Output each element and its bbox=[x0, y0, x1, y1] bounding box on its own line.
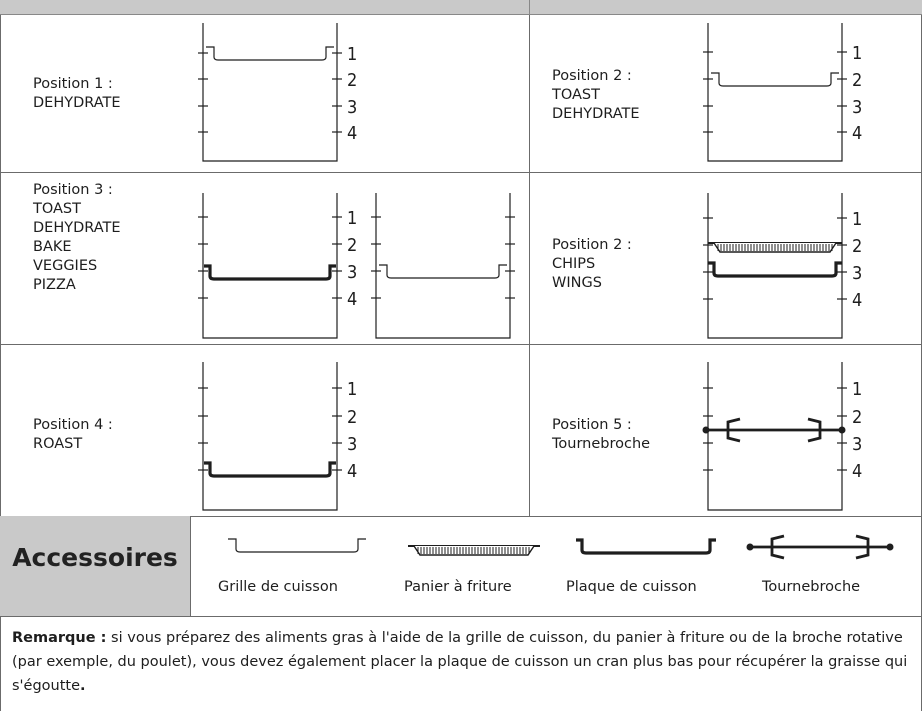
rotisserie-icon bbox=[746, 534, 894, 560]
rack-level-number: 3 bbox=[852, 263, 862, 284]
grill-rack bbox=[206, 46, 334, 61]
accessory-label-tray: Plaque de cuisson bbox=[566, 579, 697, 595]
grid-line bbox=[0, 616, 922, 617]
grill-rack bbox=[711, 72, 839, 87]
grill-rack bbox=[379, 264, 507, 279]
baking-tray bbox=[204, 461, 336, 478]
rack-level-number: 4 bbox=[852, 123, 862, 144]
oven-diagram-position-2-basket: 1 2 3 4 bbox=[703, 193, 862, 339]
rack-level-number: 4 bbox=[347, 289, 357, 310]
frying-basket-icon bbox=[408, 545, 540, 556]
rack-level-number: 3 bbox=[347, 434, 357, 455]
grid-line bbox=[0, 516, 922, 517]
grid-line bbox=[529, 15, 530, 516]
spit-fork bbox=[726, 417, 741, 443]
baking-tray bbox=[708, 261, 842, 278]
grid-line bbox=[0, 15, 1, 616]
rack-level-number: 3 bbox=[852, 434, 862, 455]
spit-end bbox=[702, 426, 710, 434]
spit-end bbox=[746, 543, 754, 551]
oven-diagram-position-3-grill bbox=[371, 193, 515, 339]
grid-line bbox=[0, 344, 922, 345]
rack-level-number: 1 bbox=[852, 209, 862, 230]
rack-level-number: 1 bbox=[347, 44, 357, 65]
oven-frame bbox=[202, 193, 338, 339]
oven-frame bbox=[375, 193, 511, 339]
rack-level-number: 2 bbox=[852, 236, 862, 257]
spit-fork bbox=[770, 534, 785, 560]
grid-line bbox=[0, 616, 1, 711]
oven-frame bbox=[707, 23, 843, 162]
rack-level-number: 2 bbox=[347, 235, 357, 256]
grill-rack-icon bbox=[228, 538, 366, 553]
oven-diagram-position-4: 1 2 3 4 bbox=[198, 362, 357, 511]
rack-level-number: 1 bbox=[347, 379, 357, 400]
baking-tray-icon bbox=[576, 538, 716, 555]
oven-frame bbox=[707, 193, 843, 339]
rack-level-number: 3 bbox=[347, 262, 357, 283]
accessory-label-grill: Grille de cuisson bbox=[218, 579, 338, 595]
accessories-header-cell bbox=[0, 516, 190, 616]
oven-diagram-position-2: 1 2 3 4 bbox=[703, 23, 862, 162]
rack-level-number: 2 bbox=[852, 407, 862, 428]
accessory-label-rotisserie: Tournebroche bbox=[762, 579, 861, 595]
grid-line bbox=[190, 516, 191, 616]
oven-frame bbox=[202, 23, 338, 162]
oven-frame bbox=[202, 362, 338, 511]
position-label-6: Position 5 :Tournebroche bbox=[552, 417, 651, 452]
oven-diagrams: 1 2 3 4 1 2 3 4 1 2 3 4 1 2 3 4 1 2 3 4 1 2 3 4 bbox=[198, 23, 862, 511]
table-header-strip bbox=[0, 0, 922, 15]
accessories-title: Accessoires bbox=[12, 543, 178, 572]
spit-fork bbox=[855, 534, 870, 560]
accessory-label-basket: Panier à friture bbox=[404, 579, 512, 595]
note-text: Remarque : si vous préparez des aliments… bbox=[12, 630, 908, 694]
grid-line bbox=[0, 172, 922, 173]
oven-diagram-position-5: 1 2 3 4 bbox=[703, 362, 862, 511]
rack-level-number: 2 bbox=[347, 407, 357, 428]
frying-basket bbox=[708, 242, 842, 253]
rack-level-number: 1 bbox=[852, 379, 862, 400]
spit-end bbox=[886, 543, 894, 551]
rack-level-number: 1 bbox=[852, 43, 862, 64]
rack-level-number: 3 bbox=[347, 97, 357, 118]
basket-body bbox=[413, 545, 535, 556]
baking-tray bbox=[204, 264, 336, 281]
oven-frame bbox=[707, 362, 843, 511]
position-label-5: Position 4 :ROAST bbox=[33, 417, 113, 452]
rack-level-number: 1 bbox=[347, 208, 357, 229]
accessory-icons bbox=[228, 534, 894, 560]
oven-diagram-position-1: 1 2 3 4 bbox=[198, 23, 357, 162]
spit-end bbox=[838, 426, 846, 434]
rack-level-number: 2 bbox=[347, 70, 357, 91]
oven-diagram-position-3-tray: 1 2 3 4 bbox=[198, 193, 357, 339]
rack-level-number: 4 bbox=[852, 461, 862, 482]
rack-level-number: 4 bbox=[852, 290, 862, 311]
spit-fork bbox=[807, 417, 822, 443]
position-label-1: Position 1 :DEHYDRATE bbox=[33, 76, 121, 111]
rack-level-number: 2 bbox=[852, 70, 862, 91]
rack-level-number: 4 bbox=[347, 123, 357, 144]
rotisserie-spit bbox=[702, 417, 846, 443]
rack-level-number: 3 bbox=[852, 97, 862, 118]
rack-level-number: 4 bbox=[347, 461, 357, 482]
